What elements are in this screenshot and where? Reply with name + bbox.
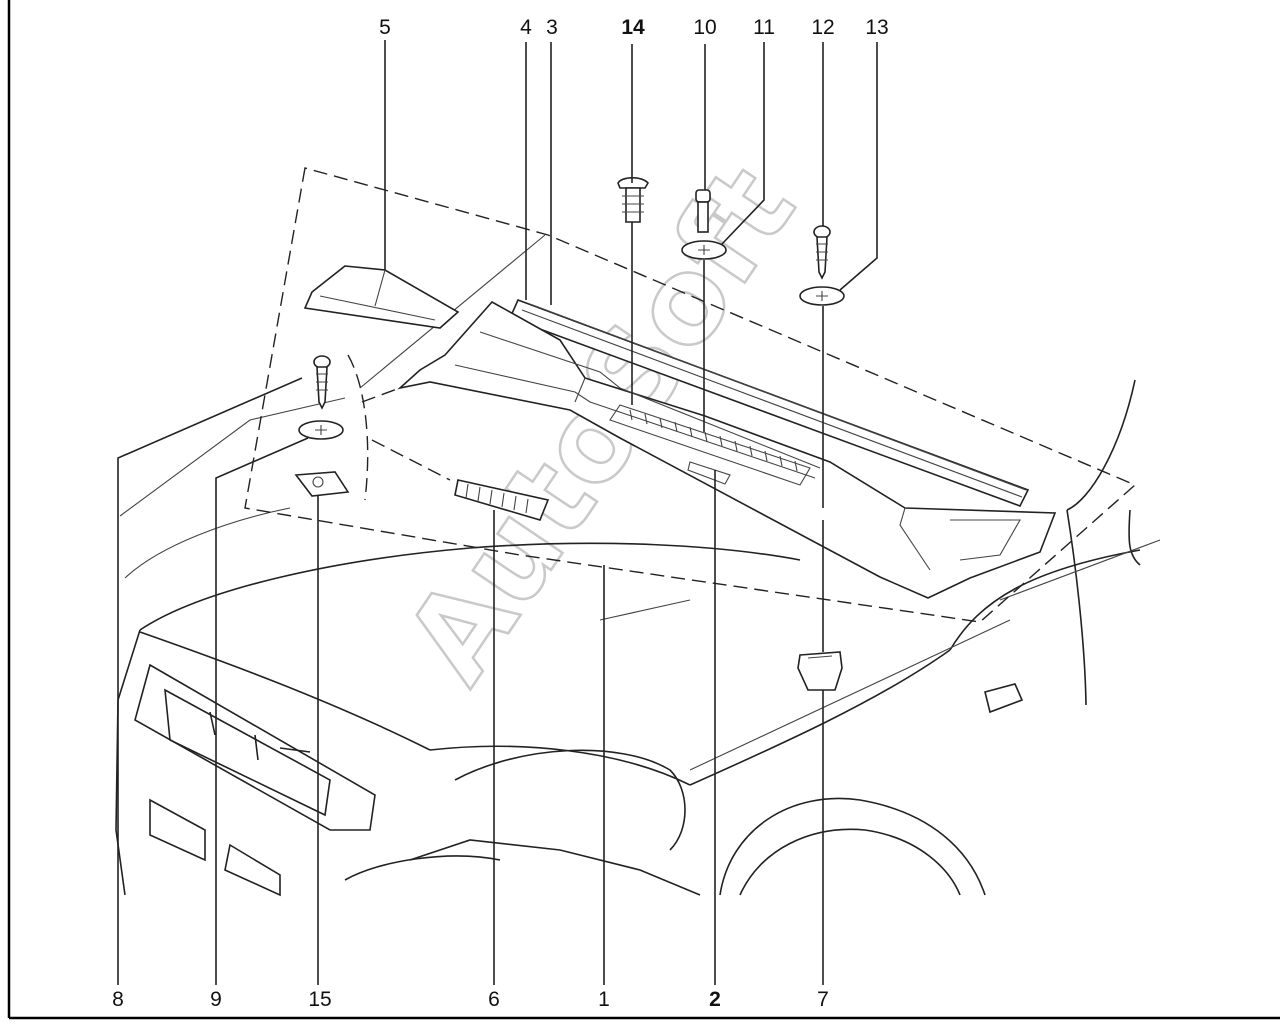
callout-13: 13 xyxy=(865,16,888,39)
callout-10: 10 xyxy=(693,16,716,39)
screw-8 xyxy=(313,355,331,410)
upper-seal-strip xyxy=(508,298,1030,507)
seal-strip-6 xyxy=(454,479,550,521)
cowl-panel xyxy=(397,300,1057,599)
bracket-15 xyxy=(294,471,350,497)
arrow-to-seal-dashed xyxy=(371,439,451,481)
callout-15: 15 xyxy=(308,988,331,1011)
cowl-end-cap xyxy=(303,265,460,329)
callout-5: 5 xyxy=(379,16,391,39)
callout-1: 1 xyxy=(598,988,610,1011)
callout-6: 6 xyxy=(488,988,500,1011)
callout-2: 2 xyxy=(709,988,721,1011)
callout-3: 3 xyxy=(546,16,558,39)
arrow-to-cowl-dashed xyxy=(361,375,433,403)
leader-lines xyxy=(117,40,878,985)
callout-4: 4 xyxy=(520,16,532,39)
nut-clip-7 xyxy=(797,651,843,691)
screw-10 xyxy=(695,189,711,233)
screw-12 xyxy=(813,225,831,280)
callout-8: 8 xyxy=(112,988,124,1011)
assembly-zone-dashed xyxy=(244,167,1137,623)
callout-7: 7 xyxy=(817,988,829,1011)
vehicle-body-outline xyxy=(115,234,1161,897)
callout-labels: 5 4 3 14 10 11 12 13 8 9 15 6 1 2 7 xyxy=(112,16,889,1011)
push-in-clip xyxy=(617,176,649,223)
callout-12: 12 xyxy=(811,16,834,39)
callout-11: 11 xyxy=(753,16,775,39)
callout-14: 14 xyxy=(621,16,645,39)
left-group-dashed xyxy=(347,354,369,501)
callout-9: 9 xyxy=(210,988,222,1011)
cowl-vent-grille xyxy=(609,404,811,486)
